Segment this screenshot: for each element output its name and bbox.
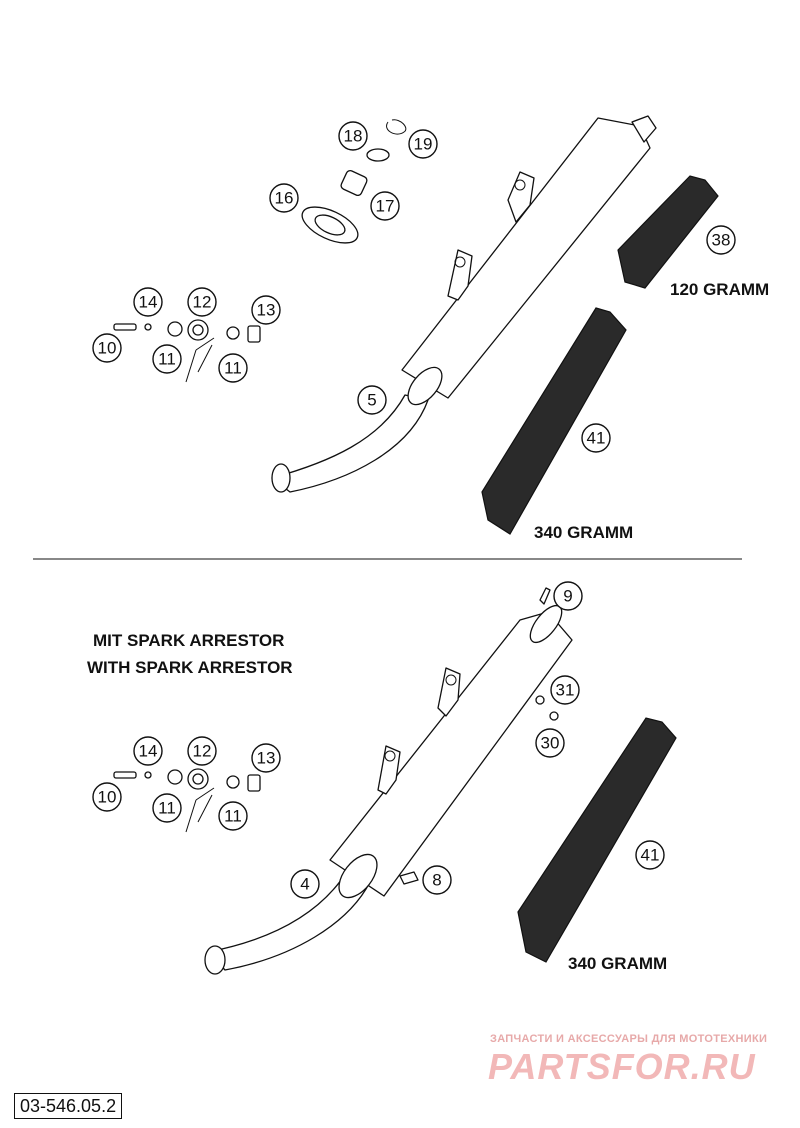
svg-text:12: 12	[193, 293, 212, 312]
svg-text:12: 12	[193, 742, 212, 761]
spark-arrestor-title-en: WITH SPARK ARRESTOR	[87, 658, 293, 677]
svg-text:17: 17	[376, 197, 395, 216]
svg-text:11: 11	[224, 359, 242, 378]
svg-text:41: 41	[587, 429, 606, 448]
callout-18: 18	[338, 121, 368, 151]
svg-text:19: 19	[414, 135, 433, 154]
svg-text:13: 13	[257, 749, 276, 768]
callout-30: 30	[535, 728, 565, 758]
callout-19: 19	[408, 129, 438, 159]
small-parts-top	[301, 119, 407, 244]
callouts-bottom: 9 31 30 14 12 13 10 11 11 4 8 41	[92, 581, 665, 899]
svg-text:30: 30	[541, 734, 560, 753]
callout-11a-bottom: 11	[152, 793, 182, 823]
mounting-hardware-bottom	[113, 768, 261, 833]
callout-14-bottom: 14	[133, 736, 163, 766]
svg-text:4: 4	[300, 875, 309, 894]
callout-38: 38	[706, 225, 736, 255]
callout-41-top: 41	[581, 423, 611, 453]
callout-4: 4	[290, 869, 320, 899]
callout-41-bottom: 41	[635, 840, 665, 870]
callout-10: 10	[92, 333, 122, 363]
callout-10-bottom: 10	[92, 782, 122, 812]
callout-11a: 11	[152, 344, 182, 374]
callout-11b-bottom: 11	[218, 801, 248, 831]
callout-9: 9	[553, 581, 583, 611]
svg-text:11: 11	[224, 807, 242, 826]
svg-text:10: 10	[98, 339, 117, 358]
svg-text:8: 8	[432, 871, 441, 890]
weight-label-120: 120 GRAMM	[670, 280, 769, 299]
weight-label-340-top: 340 GRAMM	[534, 523, 633, 542]
svg-text:5: 5	[367, 391, 376, 410]
svg-text:13: 13	[257, 301, 276, 320]
callout-13: 13	[251, 295, 281, 325]
callout-5: 5	[357, 385, 387, 415]
watermark-logo: PARTSFOR.RU	[488, 1046, 756, 1087]
callout-17: 17	[370, 191, 400, 221]
svg-text:41: 41	[641, 846, 660, 865]
svg-text:38: 38	[712, 231, 731, 250]
callout-12: 12	[187, 287, 217, 317]
callout-14: 14	[133, 287, 163, 317]
svg-text:16: 16	[275, 189, 294, 208]
callouts-top: 18 19 16 17 38 14 12 13 10 11 11 5 41	[92, 121, 736, 453]
packing-41-bottom	[517, 717, 677, 963]
watermark-subtitle: ЗАПЧАСТИ И АКСЕССУАРЫ ДЛЯ МОТОТЕХНИКИ	[490, 1033, 768, 1045]
spark-arrestor-title-de: MIT SPARK ARRESTOR	[93, 631, 284, 650]
silencer-assembly-top	[271, 115, 657, 493]
packing-38	[617, 175, 719, 289]
weight-label-340-bottom: 340 GRAMM	[568, 954, 667, 973]
svg-text:9: 9	[563, 587, 572, 606]
callout-11b: 11	[218, 353, 248, 383]
svg-text:11: 11	[158, 350, 176, 369]
drawing-code: 03-546.05.2	[14, 1093, 123, 1119]
callout-12-bottom: 12	[187, 736, 217, 766]
callout-13-bottom: 13	[251, 743, 281, 773]
svg-text:14: 14	[139, 293, 158, 312]
silencer-assembly-bottom	[204, 587, 573, 975]
callout-31: 31	[550, 675, 580, 705]
mounting-hardware-top	[113, 319, 261, 383]
callout-8: 8	[422, 865, 452, 895]
svg-text:10: 10	[98, 788, 117, 807]
packing-41-top	[481, 307, 627, 535]
svg-text:14: 14	[139, 742, 158, 761]
svg-text:11: 11	[158, 799, 176, 818]
svg-text:18: 18	[344, 127, 363, 146]
callout-16: 16	[269, 183, 299, 213]
svg-text:31: 31	[556, 681, 575, 700]
